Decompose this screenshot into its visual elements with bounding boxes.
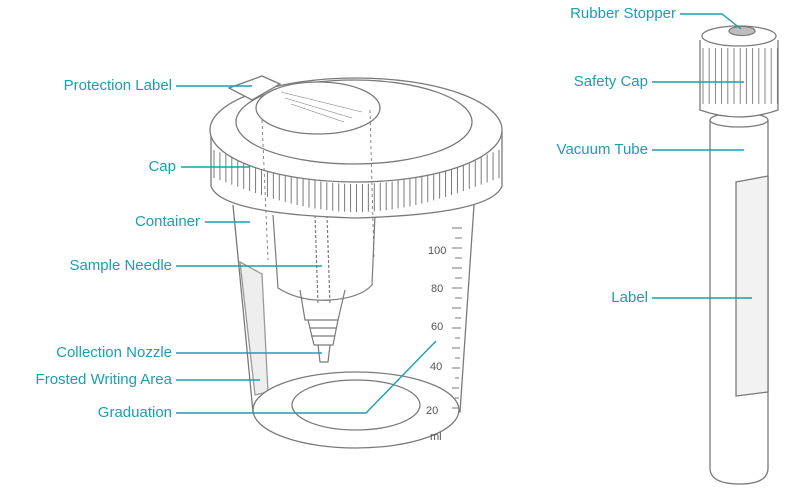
rubber-stopper-shape [728,25,756,37]
label-cap: Cap [148,158,176,175]
protection-label-tab [227,75,282,101]
label-protection-label: Protection Label [63,77,172,94]
graduation-scale [452,227,462,409]
container-cap [209,75,503,261]
leader-graduation [176,340,437,414]
graduation-mark-80: 80 [431,283,443,295]
graduation-numbers: 100 80 60 40 20 ml [426,245,446,443]
label-collection-nozzle: Collection Nozzle [56,344,172,361]
leader-rubber-stopper [680,13,742,30]
label-vacuum-tube: Vacuum Tube [556,141,648,158]
callout-lines [176,13,752,414]
graduation-mark-100: 100 [428,245,446,257]
cap-ridges [213,150,500,212]
label-sample-needle: Sample Needle [69,257,172,274]
safety-cap-ridges [702,48,778,104]
needle-shaft [314,214,331,306]
needle-holder [272,214,376,301]
graduation-mark-20: 20 [426,405,438,417]
safety-cap-body [699,40,779,118]
seal-dashed-outline [261,109,375,261]
label-safety-cap: Safety Cap [573,73,648,90]
vacuum-tube-body [709,120,769,485]
graduation-unit: ml [430,431,442,443]
label-rubber-stopper: Rubber Stopper [570,5,676,22]
label-graduation: Graduation [97,404,172,421]
nozzle-body [307,319,339,346]
label-tube-label: Label [611,289,648,306]
tube-label-shape [735,175,769,397]
frosted-writing-area-shape [239,260,269,396]
needle-assembly [272,214,376,363]
vacuum-tube-assembly [699,25,779,485]
label-frosted-writing-area: Frosted Writing Area [35,371,172,388]
specimen-container [232,204,475,449]
container-bottom [252,371,460,449]
graduation-mark-40: 40 [430,361,442,373]
label-container: Container [134,213,200,230]
graduation-mark-60: 60 [431,321,443,333]
needle-sheath [299,289,346,321]
container-inner-bottom [291,379,421,431]
